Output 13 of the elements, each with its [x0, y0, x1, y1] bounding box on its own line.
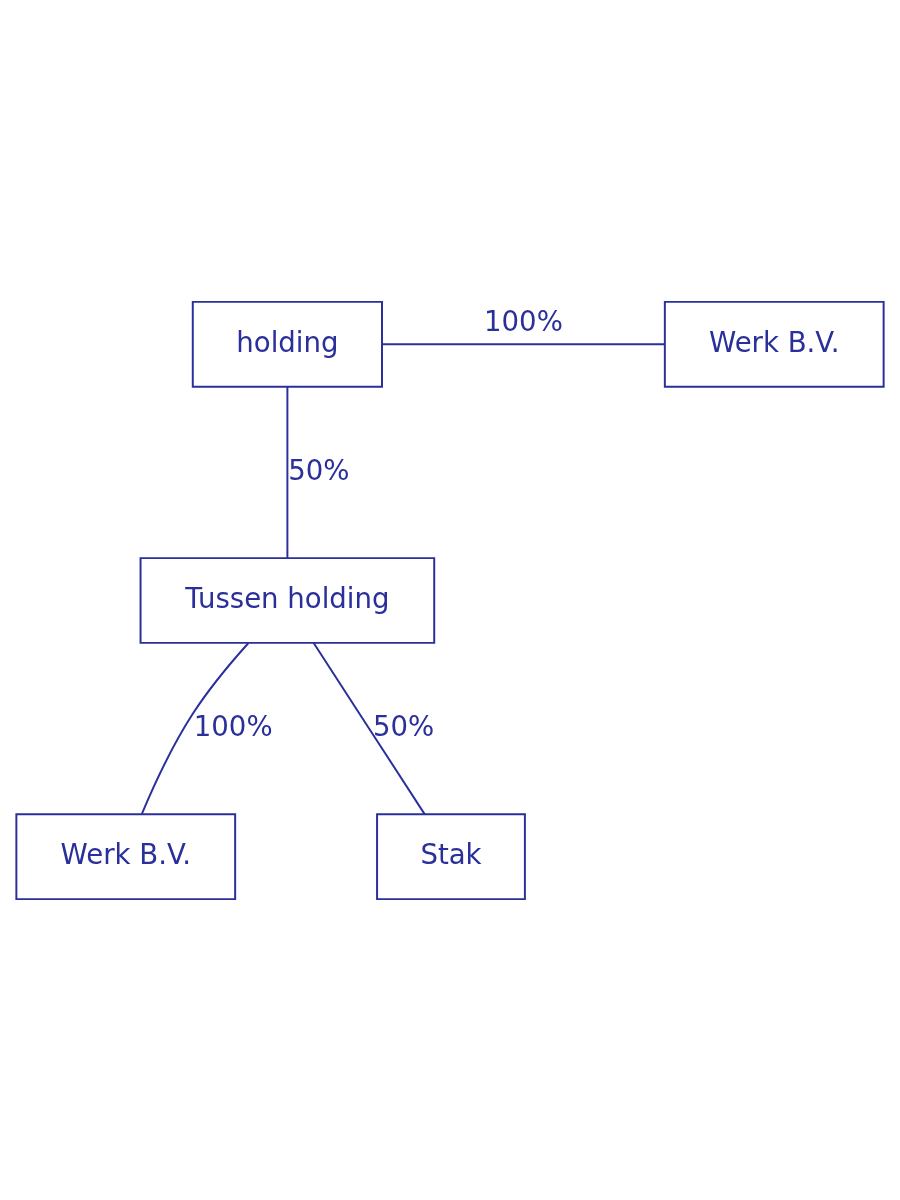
connector [140, 641, 250, 815]
connector [312, 641, 426, 815]
node-box: Tussen holding [139, 556, 436, 644]
edge-label: 100% [193, 709, 273, 743]
connector [286, 385, 289, 559]
edge-label: 100% [484, 304, 563, 338]
node-box: holding [191, 300, 383, 388]
edge-label: 50% [373, 709, 435, 743]
node-box: Werk B.V. [663, 300, 885, 388]
connector [381, 342, 666, 345]
node-box: Stak [376, 812, 526, 900]
node-box: Werk B.V. [15, 812, 237, 900]
edge-label: 50% [288, 453, 350, 487]
